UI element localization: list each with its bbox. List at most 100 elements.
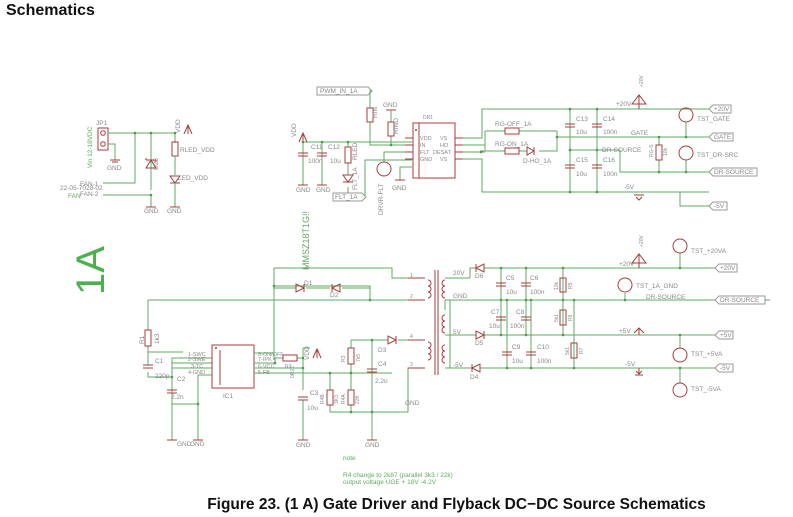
ic1-pin: 1-SWC: [188, 352, 206, 358]
c6-label: C6: [530, 275, 539, 282]
rin-label: RIN: [372, 107, 379, 119]
dr1-pin: VDD: [420, 136, 432, 142]
supply-20v-label: +20V: [639, 75, 645, 87]
port-neg5v-label: -5V: [714, 203, 725, 210]
resistor-r7: [570, 342, 578, 359]
dr1-label: DR1: [423, 115, 433, 121]
tap-neg5v: -5V: [453, 362, 464, 369]
r4a-value: 22K: [355, 394, 361, 404]
c12-value: 10u: [330, 158, 341, 165]
rled-vdd-label: RLED_VDD: [180, 147, 215, 154]
c1-label: C1: [155, 358, 164, 365]
ic1-pin: 4-GND: [188, 370, 205, 376]
r3-label: R3: [341, 355, 347, 362]
c5-label: C5: [506, 275, 515, 282]
port-dr-source-label: DR-SOURCE: [714, 169, 754, 176]
r4a-label: R4A: [341, 394, 347, 404]
r5-value: 10k: [554, 281, 560, 290]
c11-value: 100n: [308, 158, 323, 165]
fan-label: FAN: [68, 193, 81, 200]
testpoint-tst-neg5va: [672, 382, 688, 398]
port-gate[interactable]: [708, 132, 734, 142]
port-20v-label: +20V: [720, 265, 736, 272]
resistor-rled: [344, 146, 352, 164]
resistor-rg-off: [504, 127, 520, 135]
diode-d-ho: [526, 146, 536, 156]
supply-20v-label: +20V: [639, 235, 645, 247]
drvr-flt-label: DRVR-FLT: [378, 183, 385, 215]
c5-value: 10u: [506, 289, 517, 296]
net-dr-source-label: DR-SOURCE: [646, 294, 686, 301]
r2-label: R2: [285, 364, 292, 370]
r2-value: 0R22: [290, 366, 296, 378]
resistor-r6: [559, 309, 567, 326]
ic-dr1: [412, 122, 456, 179]
c9-label: C9: [512, 344, 521, 351]
resistor-r1: [144, 329, 152, 347]
tap-gnd: GND: [453, 293, 468, 300]
gnd-label: GND: [392, 185, 407, 192]
port-5v[interactable]: [714, 330, 734, 340]
gnd-label: GND: [107, 165, 122, 172]
supply-5v-icon: [633, 327, 645, 335]
gnd-label: GND: [167, 208, 182, 215]
led-flt: [342, 174, 354, 183]
c13-label: C13: [576, 116, 588, 123]
diode-d1: [295, 283, 306, 293]
c14-value: 100n: [603, 129, 618, 136]
flt-port[interactable]: [332, 192, 367, 202]
tap-20v: 20V: [453, 270, 465, 277]
jp1-label: JP1: [96, 120, 108, 127]
driver-section: PWM_IN_1A RIN GND RIND VDD C11 100n C12 …: [291, 86, 463, 215]
r1-label: R1: [139, 335, 146, 344]
rg-off-label: RG-OFF_1A: [495, 121, 532, 128]
c6-value: 100n: [530, 289, 545, 296]
flt-port-label: FLT_1A: [335, 194, 358, 201]
net-neg5v-label: -5V: [625, 361, 636, 368]
note-line-2: output voltage UGE + 18V -4.2V: [343, 479, 437, 486]
dr1-pin: DESAT: [433, 150, 452, 156]
r6-label: R6: [568, 314, 574, 321]
d-ho-label: D-HO_1A: [523, 158, 552, 165]
port-20v[interactable]: [714, 263, 738, 273]
dr1-pin: IN: [420, 143, 426, 149]
rg-s-label: RG-S: [649, 144, 655, 157]
port-neg5v[interactable]: [714, 363, 734, 373]
note: note R4 change to 2k87 (parallel 3k3 / 2…: [343, 455, 453, 486]
resistor-rg-s: [655, 144, 663, 161]
c8-value: 100n: [510, 323, 525, 330]
rg-s-value: 10k: [663, 147, 669, 156]
fan-pin-2: FAN-2: [80, 191, 99, 198]
fan-connector-label: 22-05-7028-02: [60, 185, 103, 192]
port-neg5v[interactable]: [708, 201, 728, 211]
r7-value: 5k1: [565, 347, 571, 355]
resistor-r5: [559, 277, 567, 293]
d4-label: D4: [470, 374, 479, 381]
r7-label: R7: [579, 347, 585, 354]
page-title: Schematics: [6, 2, 95, 19]
port-dr-source[interactable]: [708, 167, 758, 177]
gnd-label: GND: [365, 442, 380, 449]
supply-neg5v-icon: [635, 368, 643, 376]
connector-jp1: [97, 127, 109, 151]
r4b-label: R4B: [320, 394, 326, 404]
c9-value: 10u: [512, 358, 523, 365]
dr1-pin: GND: [420, 157, 432, 163]
gnd-label: GND: [144, 208, 159, 215]
tst-1a-gnd-label: TST_1A_GND: [636, 283, 678, 290]
port-20v[interactable]: [708, 104, 732, 114]
diode-d4: [470, 363, 481, 373]
supply-20v-icon: [630, 253, 648, 268]
net-5v-label: +5V: [619, 328, 631, 335]
tx-pin: 4: [410, 334, 413, 340]
vdd-label: VDD: [304, 346, 311, 360]
c13-value: 10u: [576, 129, 587, 136]
testpoint-tst-gate: [678, 107, 694, 123]
resistor-rin: [366, 107, 374, 123]
note-title: note: [343, 455, 356, 462]
port-dr-source[interactable]: [714, 295, 766, 305]
zener-note: MMSZ18T1G!!: [301, 211, 311, 270]
resistor-r4b: [326, 389, 334, 406]
d3-label: D3: [378, 347, 387, 354]
